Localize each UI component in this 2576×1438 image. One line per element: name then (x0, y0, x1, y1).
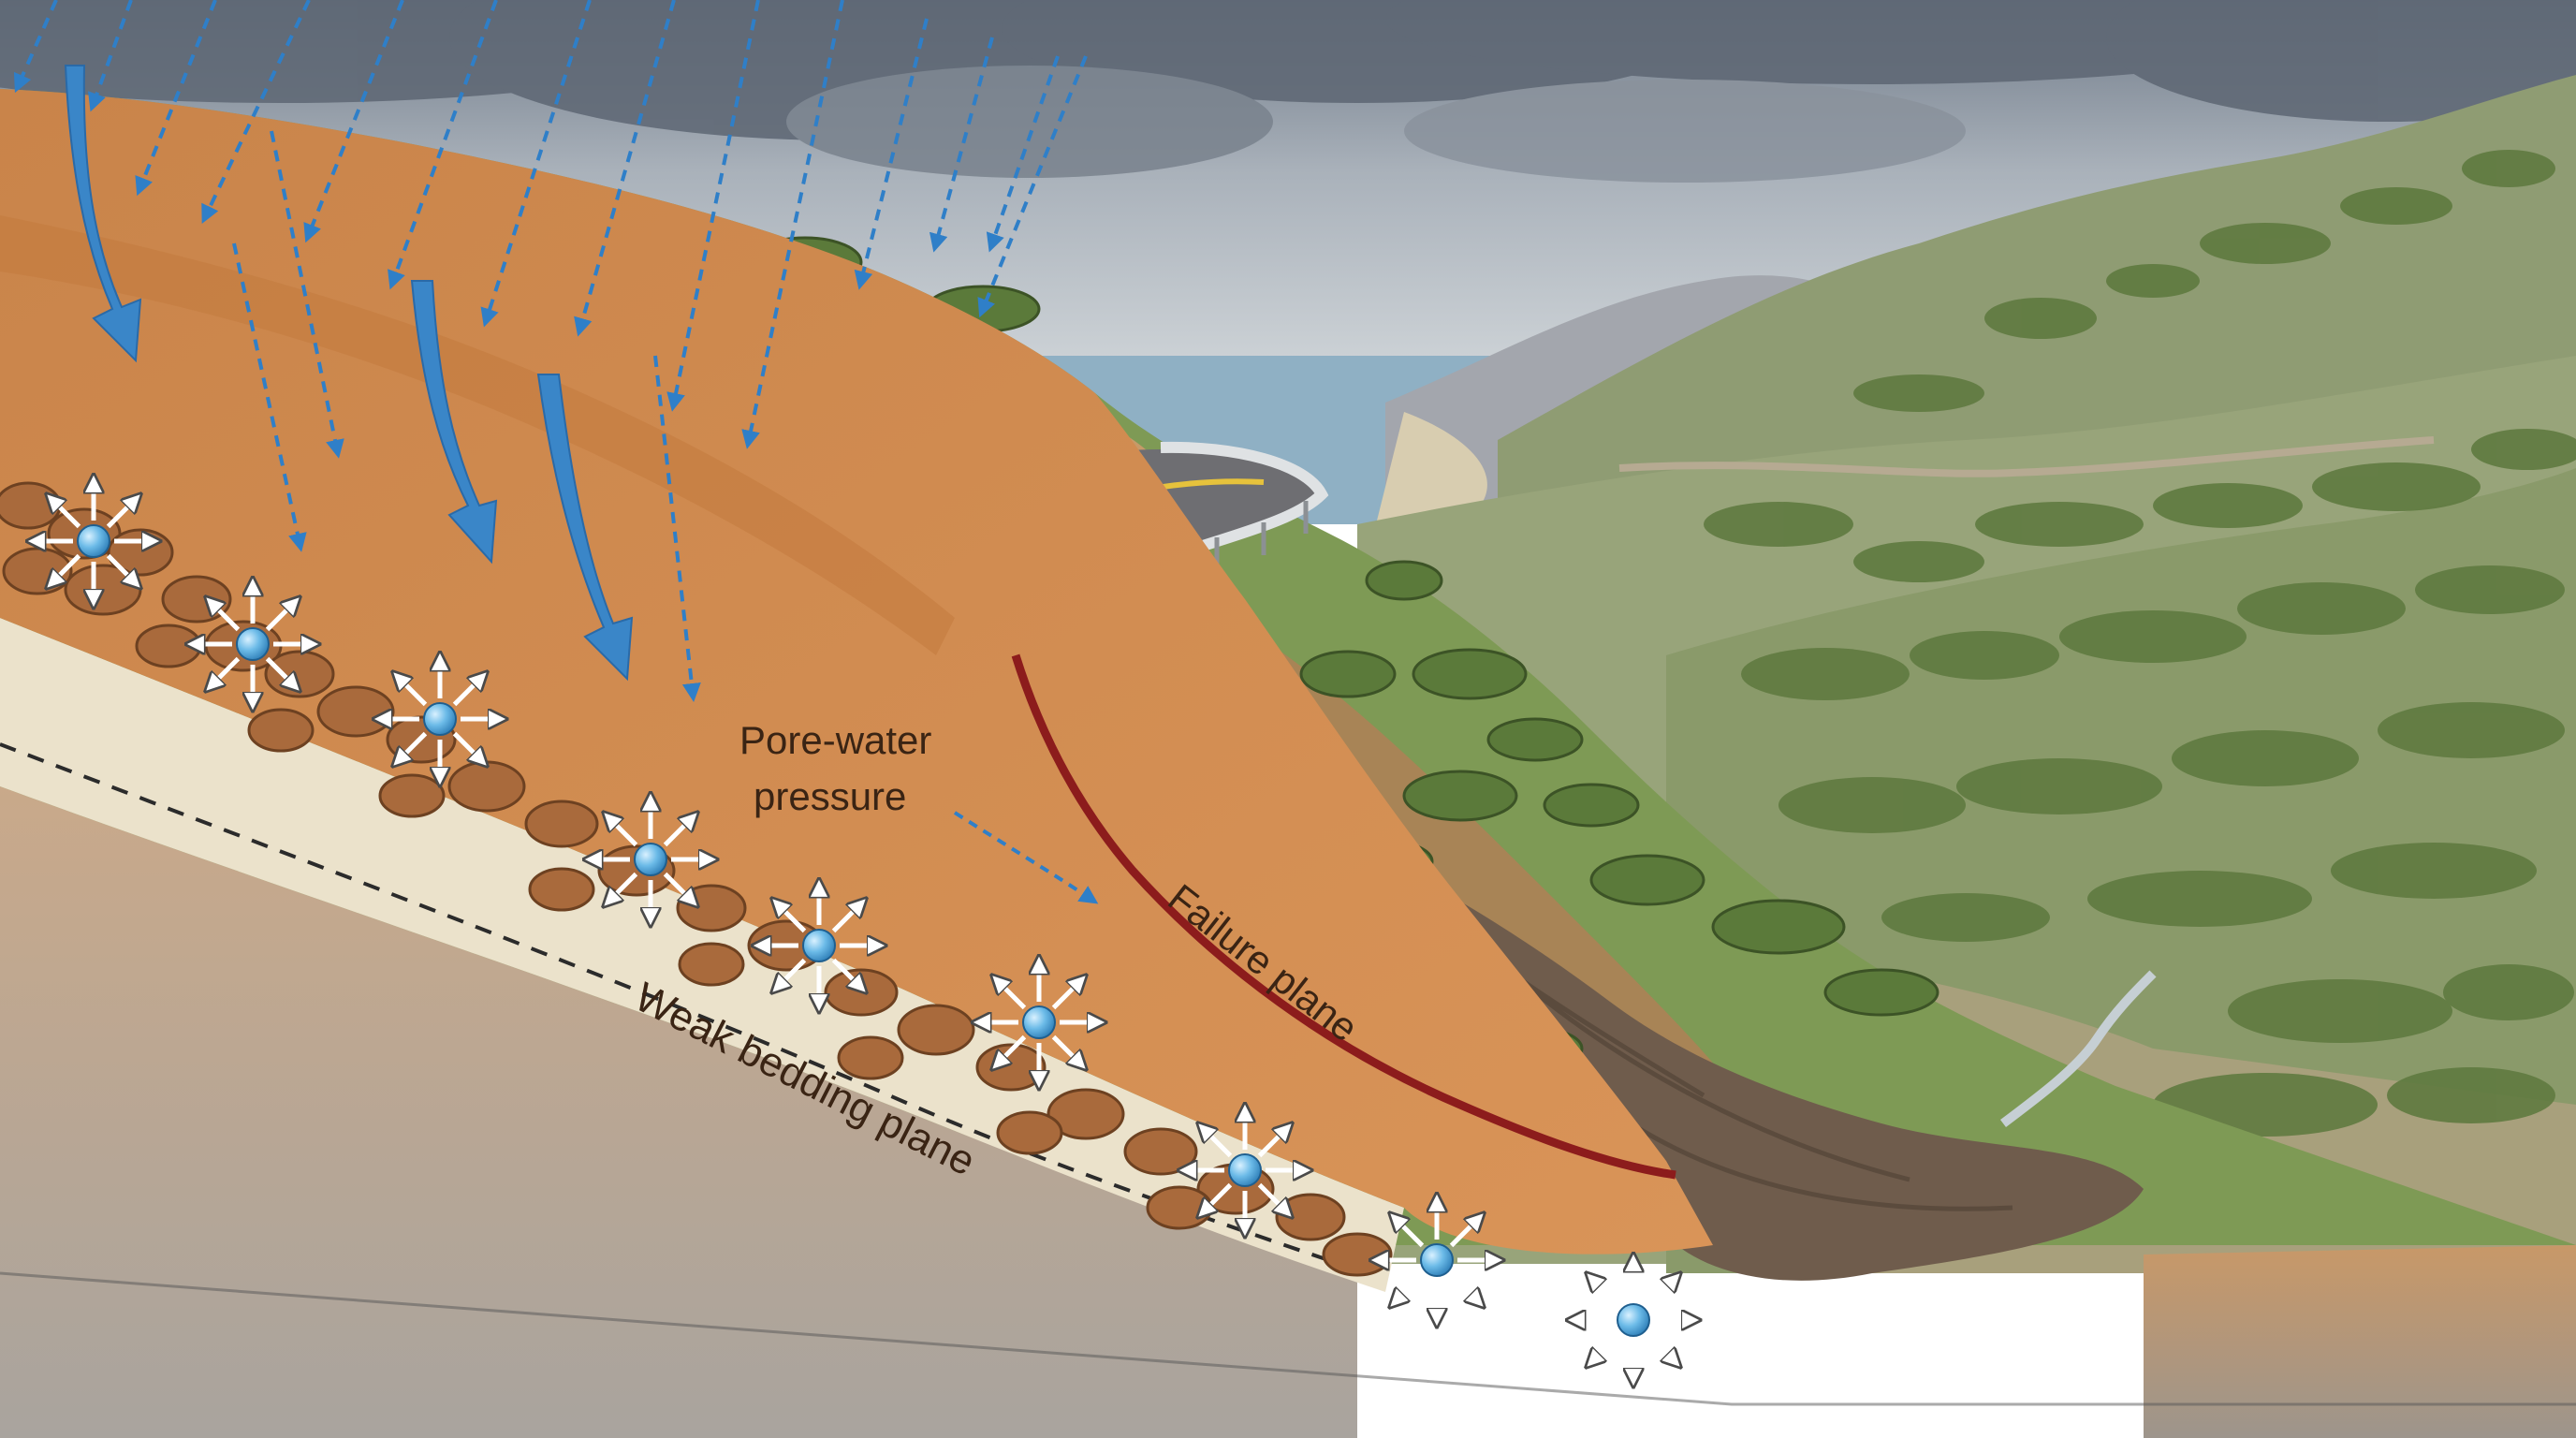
pore-water-label-line1: Pore-water (739, 718, 931, 762)
block-side-face (2144, 1245, 2576, 1438)
pressure-arrow (663, 872, 692, 901)
pore-pressure-particle (1379, 1202, 1495, 1318)
pressure-arrow (663, 818, 692, 847)
stream (1999, 970, 2157, 1127)
pressure-arrow (1646, 1279, 1675, 1308)
pore-pressure-particle (1575, 1262, 1691, 1378)
pressure-arrow (1646, 1332, 1675, 1361)
water-particle (77, 524, 110, 558)
pressure-arrow (399, 731, 428, 760)
water-particle (236, 627, 270, 661)
pore-pressure-particle (981, 964, 1097, 1080)
pore-pressure-particle (195, 586, 311, 702)
pressure-arrow (52, 553, 81, 582)
pressure-arrow (778, 904, 807, 933)
pore-pressure-particle (593, 801, 709, 917)
pore-pressure-particles (36, 483, 1691, 1378)
pressure-arrow (265, 603, 294, 632)
pressure-arrow (212, 603, 241, 632)
infiltration-arrows (64, 65, 634, 682)
pressure-arrow (609, 872, 638, 901)
pressure-arrow (1051, 1034, 1080, 1064)
failure-plane-line (1011, 653, 1676, 1180)
pressure-arrow (452, 731, 481, 760)
pressure-arrow (1257, 1129, 1286, 1158)
pressure-arrow (452, 678, 481, 707)
pressure-arrow (1449, 1272, 1478, 1301)
distant-road (1618, 436, 2435, 477)
pressure-arrow (106, 500, 135, 529)
pressure-arrow (1592, 1279, 1621, 1308)
pressure-arrow (1396, 1219, 1425, 1248)
rain-arrows (13, 0, 1088, 702)
pressure-arrow (106, 553, 135, 582)
pressure-arrow (52, 500, 81, 529)
pressure-arrow (778, 958, 807, 987)
water-particle (634, 843, 667, 876)
pressure-arrow (212, 656, 241, 685)
weak-bedding-dashed-line (0, 742, 1368, 1275)
water-particle (1228, 1153, 1262, 1187)
pressure-arrow (1204, 1129, 1233, 1158)
pore-pressure-particle (1187, 1112, 1303, 1228)
water-particle (423, 702, 457, 736)
pressure-arrow (831, 958, 860, 987)
pressure-arrow (1592, 1332, 1621, 1361)
pressure-arrow (1257, 1182, 1286, 1211)
water-particle (1022, 1005, 1056, 1039)
water-particle (1617, 1303, 1650, 1337)
coastline-beach (1376, 412, 1487, 524)
bedrock-layer (0, 786, 1357, 1438)
pressure-arrow (399, 678, 428, 707)
debris-flow (1404, 871, 2144, 1281)
pressure-arrow (609, 818, 638, 847)
pressure-arrow (998, 1034, 1027, 1064)
pressure-arrow (998, 981, 1027, 1010)
pressure-arrow (1449, 1219, 1478, 1248)
storm-clouds (0, 0, 2576, 183)
pore-pressure-particle (382, 661, 498, 777)
mountain-vegetation (1704, 150, 2576, 1137)
water-particle (1420, 1243, 1454, 1277)
pressure-arrow (1396, 1272, 1425, 1301)
pressure-arrow (265, 656, 294, 685)
pore-pressure-particle (761, 888, 877, 1004)
pore-pressure-pointer-arrow (953, 811, 1099, 904)
pore-pressure-particle (36, 483, 152, 599)
water-particle (802, 929, 836, 962)
pressure-arrow (1051, 981, 1080, 1010)
pore-water-label-line2: pressure (754, 774, 906, 818)
pressure-arrow (831, 904, 860, 933)
pressure-arrow (1204, 1182, 1233, 1211)
